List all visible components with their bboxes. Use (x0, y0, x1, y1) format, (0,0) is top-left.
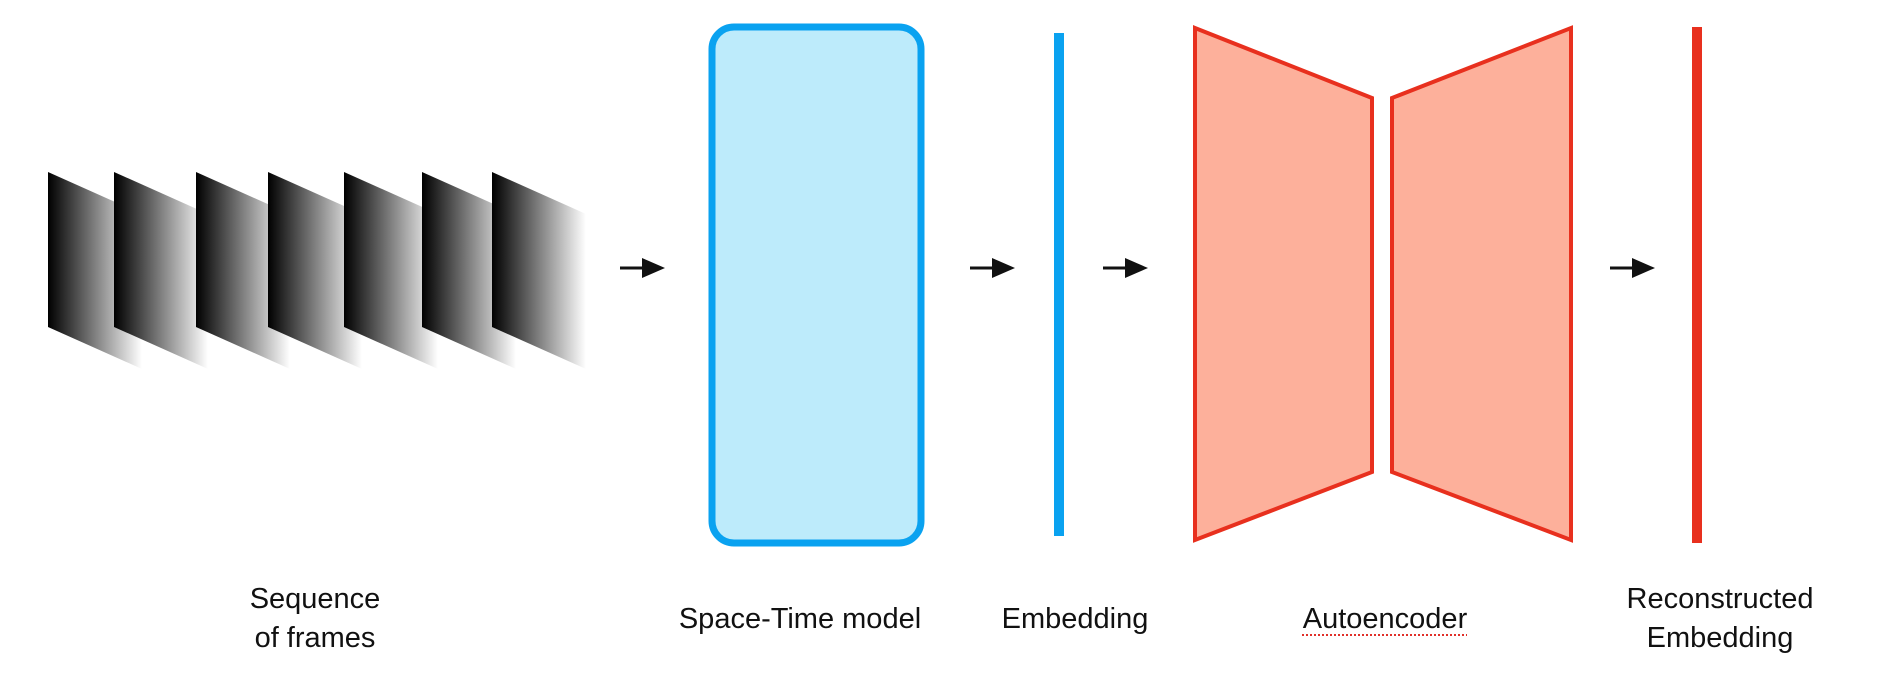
label-embedding: Embedding (1001, 603, 1149, 635)
arrow-embedding-to-autoencoder (1103, 258, 1148, 278)
embedding-bar (1054, 33, 1064, 536)
arrow-autoencoder-to-reconstructed (1610, 258, 1655, 278)
arrow-model-to-embedding (970, 258, 1015, 278)
space-time-model-box (708, 23, 925, 547)
arrow-frames-to-model (620, 258, 665, 278)
frame (114, 172, 208, 369)
encoder-trapezoid (1193, 25, 1374, 543)
frame (196, 172, 290, 369)
frame (492, 172, 586, 369)
autoencoder-shape (1193, 25, 1573, 543)
label-reconstructed-line1: Reconstructed (1626, 583, 1814, 615)
frame-sequence (48, 172, 586, 369)
label-frames-line1: Sequence (249, 583, 381, 615)
label-space-time-model: Space-Time model (678, 603, 922, 635)
decoder-trapezoid (1390, 25, 1573, 543)
label-reconstructed-line2: Embedding (1646, 622, 1794, 654)
label-reconstructed-embedding: Reconstructed Embedding (1590, 580, 1850, 658)
frame (344, 172, 438, 369)
label-sequence-of-frames: Sequence of frames (215, 580, 415, 658)
frame (268, 172, 362, 369)
reconstructed-embedding-bar (1692, 27, 1702, 543)
label-frames-line2: of frames (254, 622, 376, 654)
label-autoencoder: Autoencoder (1302, 603, 1468, 635)
